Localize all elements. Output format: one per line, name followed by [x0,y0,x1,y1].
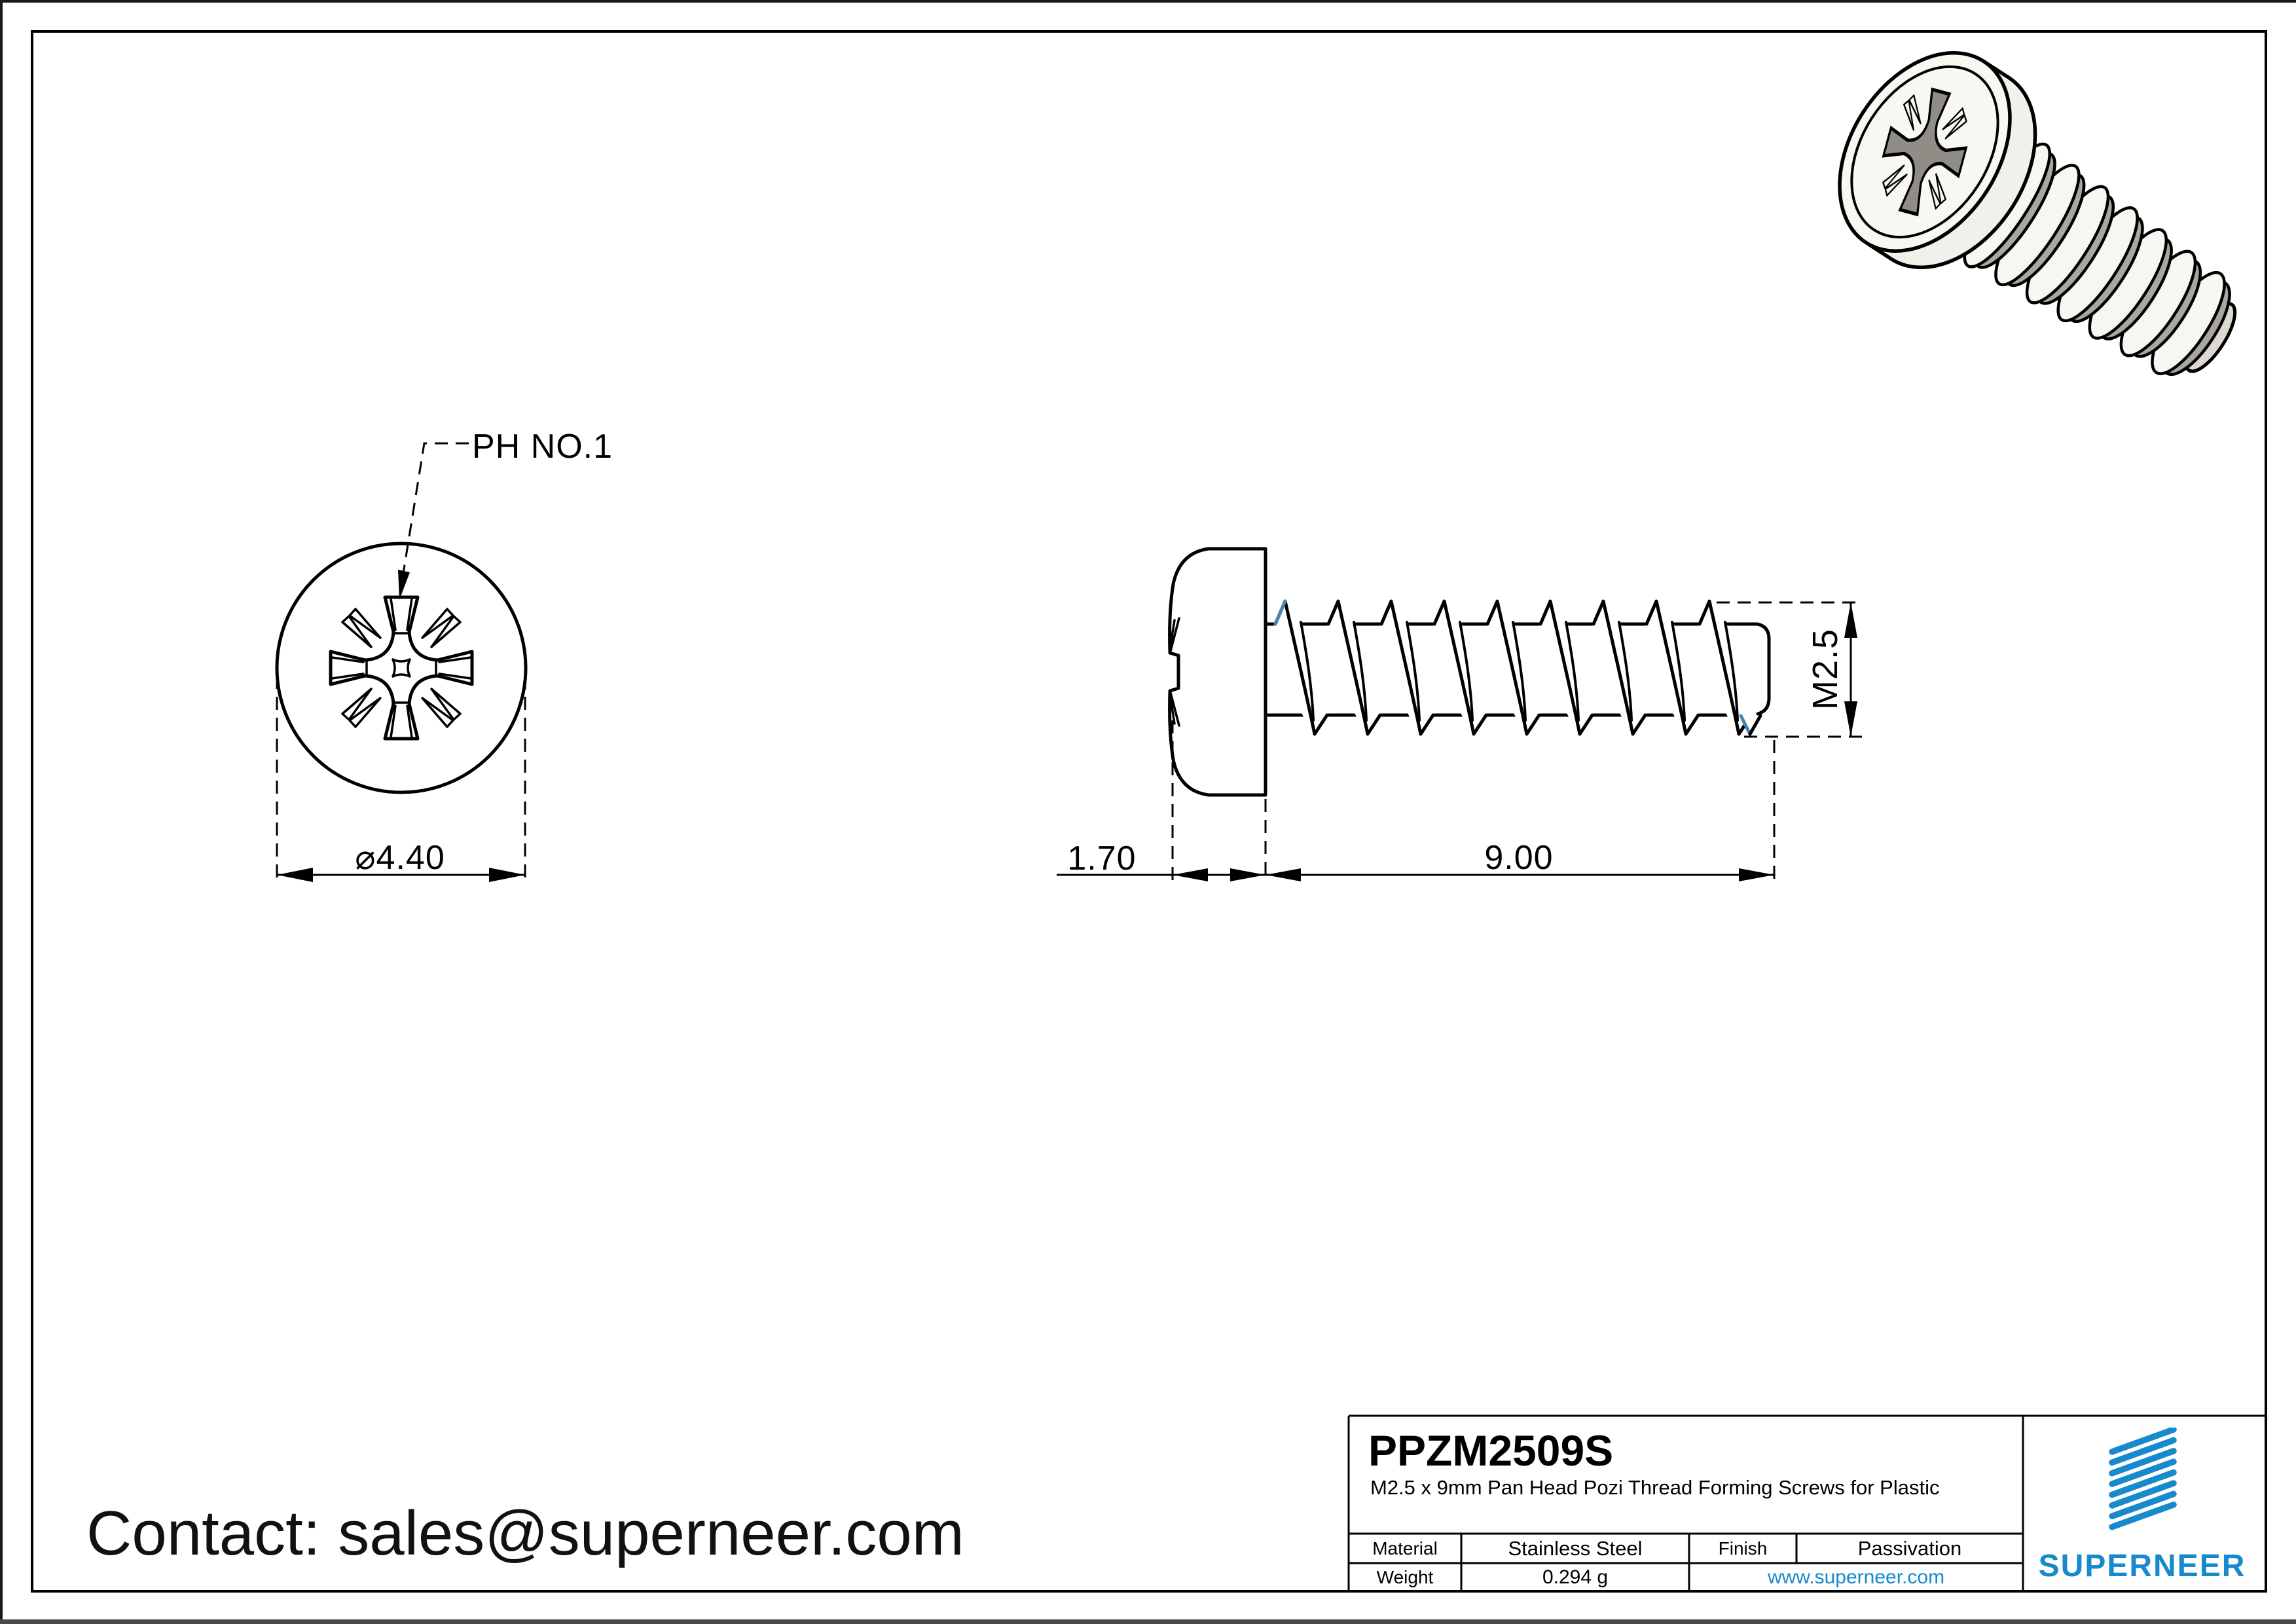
weight-label: Weight [1376,1566,1434,1587]
superneer-logo-stripes-icon [2109,1428,2177,1530]
head-height-dimension-label: 1.70 [1067,840,1137,877]
diameter-dimension-label: ⌀4.40 [355,839,445,877]
part-number: PPZM2509S [1368,1426,1614,1475]
screw-3d-render [1838,51,2237,376]
thread-size-dimension-label: M2.5 [1806,628,1845,710]
thread-length-dimension-label: 9.00 [1484,839,1554,877]
brand-name: SUPERNEER [2038,1549,2246,1583]
page-top-edge [0,0,2296,3]
finish-value: Passivation [1857,1536,1962,1560]
contact-email-text: Contact: sales@superneer.com [86,1498,964,1568]
thread-end-highlight [1739,714,1752,736]
thread-start-highlight [1273,599,1287,626]
drawing-frame [31,30,2267,1593]
page-left-edge [0,0,3,1624]
website-link[interactable]: www.superneer.com [1767,1566,1945,1588]
finish-label: Finish [1718,1538,1768,1559]
front-view-drawing [275,442,528,882]
recess-callout-label: PH NO.1 [472,428,613,466]
page-bottom-edge [0,1619,2296,1624]
material-value: Stainless Steel [1508,1536,1643,1560]
part-description: M2.5 x 9mm Pan Head Pozi Thread Forming … [1370,1476,1940,1499]
weight-value: 0.294 g [1542,1566,1609,1588]
side-view-drawing [1057,547,1863,883]
material-label: Material [1372,1538,1438,1559]
title-block-grid [1347,1414,2266,1591]
